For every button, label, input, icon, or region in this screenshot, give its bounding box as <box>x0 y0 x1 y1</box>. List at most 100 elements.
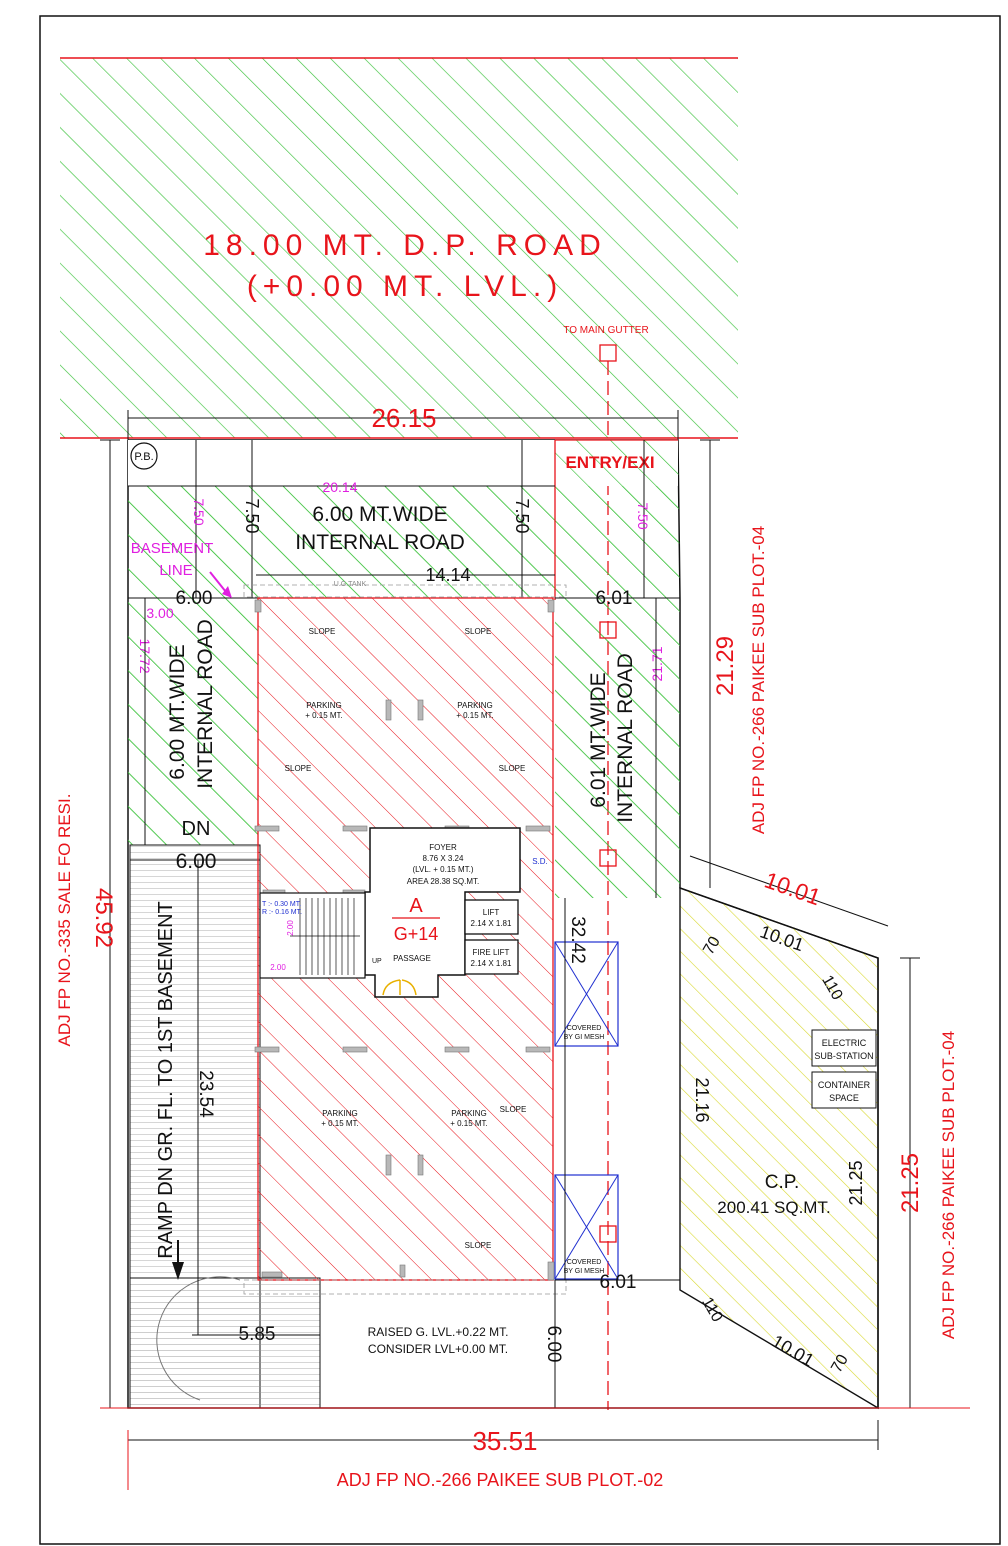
parking-4: PARKING <box>451 1109 486 1118</box>
dim-14-14: 14.14 <box>425 565 470 585</box>
dim-7-50-magenta-right: 7.50 <box>635 502 651 529</box>
parking-3: PARKING <box>322 1109 357 1118</box>
internal-roads-hatch <box>128 439 680 898</box>
foyer-label-4: AREA 28.38 SQ.MT. <box>407 877 479 886</box>
dim-6-00-ramp: 6.00 <box>176 850 217 873</box>
dn-label: DN <box>182 818 211 840</box>
lift-label-2: 2.14 X 1.81 <box>471 919 512 928</box>
stair-up-label: UP <box>372 958 382 965</box>
parking-3-lvl: + 0.15 MT. <box>321 1119 359 1128</box>
covered-upper-1: COVERED <box>567 1025 602 1032</box>
pb-label: P.B. <box>134 451 153 463</box>
fire-lift-box: FIRE LIFT 2.14 X 1.81 <box>464 939 519 975</box>
gutter-label: TO MAIN GUTTER <box>563 325 648 336</box>
slope-2: SLOPE <box>465 627 492 636</box>
dim-10-01-red: 10.01 <box>761 867 824 911</box>
sd-label: S.D. <box>532 857 548 866</box>
road-level: (+0.00 MT. LVL.) <box>247 270 563 303</box>
dp-road: 18.00 MT. D.P. ROAD (+0.00 MT. LVL.) TO … <box>60 57 738 439</box>
cp-open-space: 10.01 10.01 70 110 21.16 21.25 C.P. 200.… <box>679 855 889 1410</box>
stair-2-00-b: 2.00 <box>270 963 286 972</box>
dim-21-71: 21.71 <box>649 646 665 681</box>
foyer-label-1: FOYER <box>429 843 457 852</box>
covered-lower-2: BY GI MESH <box>564 1268 605 1275</box>
covered-upper-2: BY GI MESH <box>564 1034 605 1041</box>
dim-21-29: 21.29 <box>712 636 739 696</box>
ramp <box>129 844 321 1409</box>
dim-bottom-width: 35.51 <box>127 1420 879 1490</box>
ug-tank-label: U.G.TANK <box>334 581 367 588</box>
chamber-2 <box>599 849 617 867</box>
dim-6-01-bottom: 6.01 <box>600 1272 637 1293</box>
dim-26-15: 26.15 <box>371 403 436 433</box>
dim-21-25: 21.25 <box>897 1153 924 1213</box>
left-road-label-2: INTERNAL ROAD <box>194 619 217 789</box>
basement-label-2: LINE <box>159 562 192 579</box>
building-a-label: A <box>409 895 423 917</box>
slope-labels: SLOPE SLOPE SLOPE SLOPE SLOPE SLOPE <box>285 627 527 1250</box>
electric-label-1: ELECTRIC <box>822 1038 867 1048</box>
dim-right-lower: 21.25 <box>897 957 924 1409</box>
dim-top-width: 26.15 <box>127 403 679 460</box>
adj-right-lower: ADJ FP NO.-266 PAIKEE SUB PLOT.-04 <box>939 1031 958 1339</box>
entrance-doors <box>382 979 417 996</box>
passage-label: PASSAGE <box>393 954 431 963</box>
foyer-label-3: (LVL. + 0.15 MT.) <box>413 865 474 874</box>
foyer-core: FOYER 8.76 X 3.24 (LVL. + 0.15 MT.) AREA… <box>364 827 548 998</box>
basement-arrow <box>209 571 227 593</box>
dim-7-50-right: 7.50 <box>512 498 532 533</box>
ramp-arrowhead <box>172 1262 184 1280</box>
dim-20-14: 20.14 <box>322 479 357 495</box>
cp-area: 200.41 SQ.MT. <box>717 1198 830 1217</box>
dim-3-00: 3.00 <box>146 605 173 621</box>
building-floors-label: G+14 <box>394 924 439 944</box>
dim-23-54: 23.54 <box>195 1070 216 1118</box>
right-road-label-1: 6.01 MT.WIDE <box>587 672 610 807</box>
parking-4-lvl: + 0.15 MT. <box>450 1119 488 1128</box>
parking-2: PARKING <box>457 701 492 710</box>
lift-label-1: LIFT <box>483 908 500 917</box>
container-label-1: CONTAINER <box>818 1080 871 1090</box>
slope-1: SLOPE <box>309 627 336 636</box>
parking-labels: PARKING + 0.15 MT. PARKING + 0.15 MT. PA… <box>305 701 494 1128</box>
foyer-label-2: 8.76 X 3.24 <box>423 854 464 863</box>
dim-21-16: 21.16 <box>692 1077 712 1122</box>
dim-6-00-left-road: 6.00 <box>176 588 213 609</box>
ramp-label: RAMP DN GR. FL. TO 1ST BASEMENT <box>155 901 177 1259</box>
dim-right-upper: 21.29 <box>700 439 739 888</box>
raised-level-1: RAISED G. LVL.+0.22 MT. <box>368 1325 509 1339</box>
top-road-label-1: 6.00 MT.WIDE <box>312 503 447 526</box>
chamber-3 <box>599 1225 617 1243</box>
slope-3: SLOPE <box>285 764 312 773</box>
electric-label-2: SUB-STATION <box>814 1051 873 1061</box>
cp-label: C.P. <box>765 1172 800 1193</box>
container-space: CONTAINER SPACE <box>811 1071 877 1109</box>
stair-tread: T :- 0.30 MT. <box>262 901 301 908</box>
angle-70-top: 70 <box>700 934 724 958</box>
electric-substation: ELECTRIC SUB-STATION <box>811 1029 877 1067</box>
basement-arrowhead <box>222 586 232 598</box>
dim-7-50-left: 7.50 <box>242 498 262 533</box>
adj-right-upper: ADJ FP NO.-266 PAIKEE SUB PLOT.-04 <box>749 526 768 834</box>
stair-riser: R :- 0.16 MT. <box>262 909 302 916</box>
right-road-label-2: INTERNAL ROAD <box>614 653 637 823</box>
dim-left-depth: 45.92 <box>90 439 120 1409</box>
road-title: 18.00 MT. D.P. ROAD <box>203 229 607 262</box>
dim-35-51: 35.51 <box>472 1426 537 1456</box>
dim-6-00-bottom: 6.00 <box>543 1326 564 1363</box>
lift-box: LIFT 2.14 X 1.81 <box>464 899 519 935</box>
staircase: T :- 0.30 MT. R :- 0.16 MT. 2.00 2.00 UP <box>259 892 382 979</box>
parking-1-lvl: + 0.15 MT. <box>305 711 343 720</box>
dim-32-42: 32.42 <box>567 916 588 964</box>
angle-70-bottom: 70 <box>828 1352 852 1376</box>
dim-21-25-inner: 21.25 <box>846 1160 866 1205</box>
dim-45-92: 45.92 <box>90 888 117 948</box>
dim-5-85: 5.85 <box>239 1324 276 1345</box>
parking-2-lvl: + 0.15 MT. <box>456 711 494 720</box>
container-label-2: SPACE <box>829 1093 859 1103</box>
margin-dim-lines <box>128 440 680 599</box>
sheet-border <box>39 15 1001 1545</box>
fire-lift-label-2: 2.14 X 1.81 <box>471 959 512 968</box>
adj-bottom: ADJ FP NO.-266 PAIKEE SUB PLOT.-02 <box>337 1470 663 1490</box>
